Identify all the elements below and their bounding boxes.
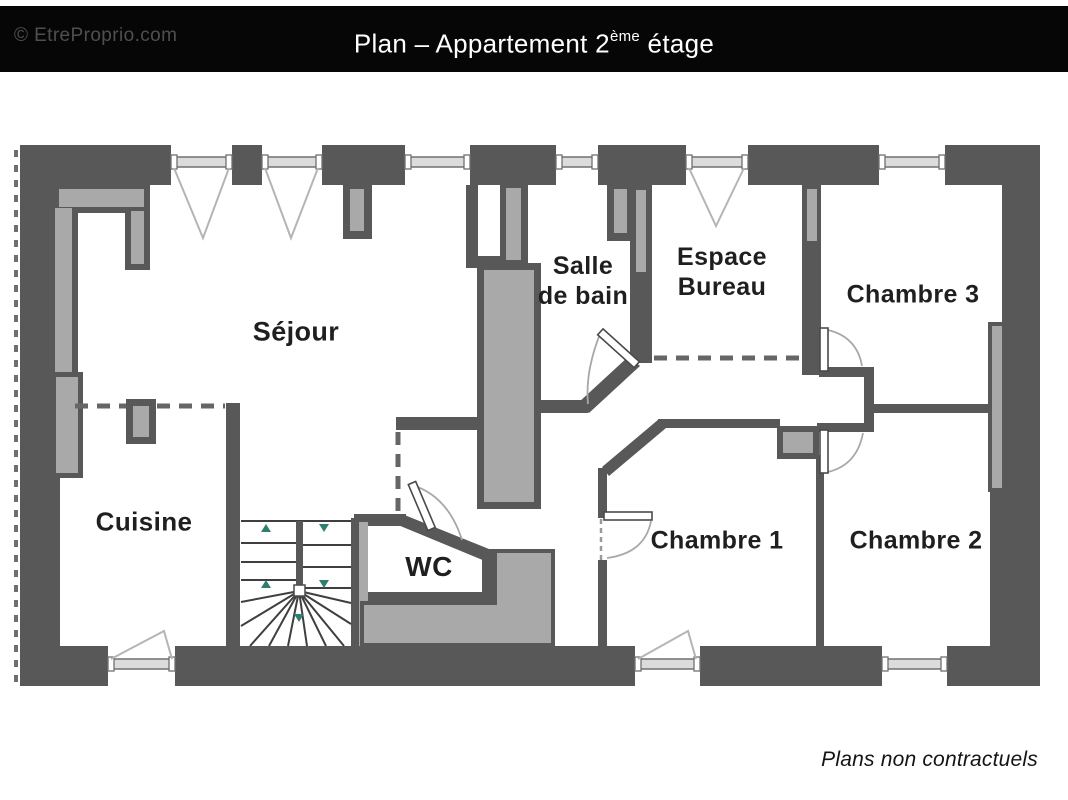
room-label-chambre3: Chambre 3 — [846, 280, 980, 309]
chambre1-door — [603, 511, 653, 559]
page-title: Plan – Appartement 2ème étage — [0, 6, 1068, 72]
room-label-salle-de-bain-line1: Salle — [552, 252, 614, 280]
room-label-espace-bureau-line1: Espace — [677, 243, 767, 271]
header-bar: Plan – Appartement 2ème étage © EtreProp… — [0, 6, 1068, 72]
watermark: © EtreProprio.com — [14, 25, 178, 46]
room-label-sejour: Séjour — [252, 316, 340, 347]
gray-ducts — [55, 188, 1002, 647]
room-label-salle-de-bain-line2: de bain — [537, 282, 629, 310]
room-label-wc: WC — [405, 551, 453, 582]
opening-dashes — [75, 355, 799, 560]
room-label-chambre1: Chambre 1 — [650, 526, 784, 555]
page-title-prefix: Plan – Appartement 2 — [353, 28, 610, 59]
page-title-superscript: ème — [609, 28, 641, 45]
chambre3-door — [819, 327, 863, 372]
room-label-espace-bureau-line2: Bureau — [677, 273, 767, 301]
disclaimer-text: Plans non contractuels — [821, 748, 1038, 771]
staircase — [240, 520, 352, 647]
room-label-salle-de-bain: Salle de bain — [538, 251, 628, 311]
room-label-cuisine: Cuisine — [95, 506, 193, 537]
page-title-suffix: étage — [640, 28, 715, 59]
bathroom-door — [586, 327, 641, 405]
chambre2-door — [819, 429, 864, 474]
room-label-espace-bureau: Espace Bureau — [677, 242, 767, 302]
windows — [107, 154, 948, 672]
room-label-chambre2: Chambre 2 — [849, 526, 983, 555]
wc-door — [407, 480, 463, 541]
doors — [407, 327, 864, 559]
